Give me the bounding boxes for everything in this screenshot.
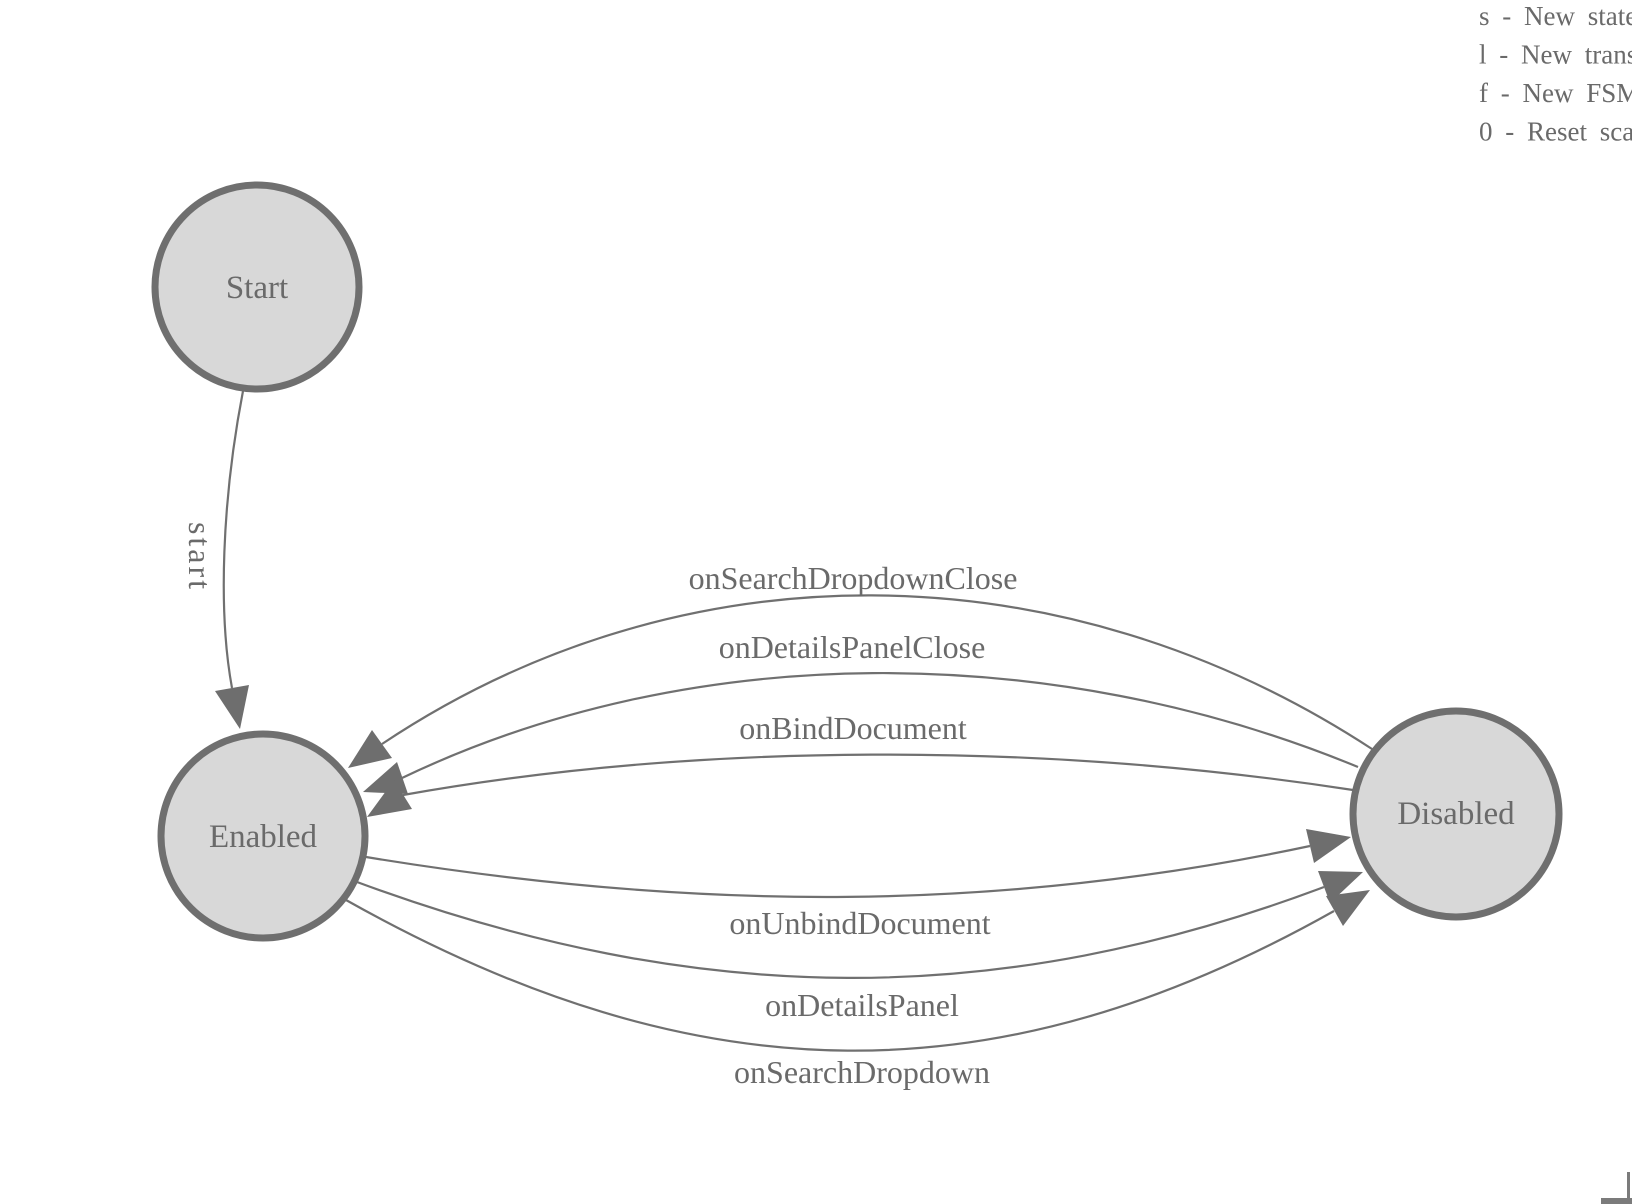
state-node-disabled[interactable]: Disabled (1349, 707, 1563, 921)
shortcuts-legend: s - New state l - New transition f - New… (1479, 1, 1632, 147)
state-circle (157, 730, 369, 942)
transition-label: onSearchDropdownClose (689, 560, 1018, 596)
transition-arrowhead-icon (363, 762, 408, 794)
corner-mark-vertical (1627, 1172, 1630, 1204)
transition-label: onBindDocument (739, 710, 967, 746)
transition-onSearchDropdown[interactable]: onSearchDropdown (345, 890, 1370, 1090)
transition-onDetailsPanelClose[interactable]: onDetailsPanelClose (363, 629, 1359, 794)
legend-line-new-transition: l - New transition (1479, 40, 1632, 70)
transition-line[interactable] (402, 753, 1354, 797)
transition-arrowhead-icon (1306, 829, 1351, 863)
transition-onSearchDropdownClose[interactable]: onSearchDropdownClose (348, 560, 1373, 768)
legend-line-reset-scale: 0 - Reset scale (1479, 117, 1632, 147)
canvas-corner-mark (1601, 1172, 1632, 1204)
state-label: Disabled (1397, 796, 1515, 832)
state-label: Enabled (209, 819, 318, 855)
legend-line-new-fsm: f - New FSM (1479, 78, 1632, 108)
transition-arrowhead-icon (215, 685, 249, 729)
state-node-start[interactable]: Start (151, 181, 363, 393)
transition-line[interactable] (222, 390, 245, 689)
transition-line[interactable] (381, 594, 1373, 750)
state-node-enabled[interactable]: Enabled (157, 730, 369, 942)
transition-label: onDetailsPanel (765, 987, 959, 1023)
state-circle (151, 181, 363, 393)
transition-label: onSearchDropdown (734, 1054, 990, 1090)
transition-arrowhead-icon (1326, 890, 1370, 926)
transition-line[interactable] (356, 880, 1325, 979)
transition-line[interactable] (401, 672, 1359, 779)
state-circle (1349, 707, 1563, 921)
transition-label: onUnbindDocument (729, 905, 990, 941)
legend-line-new-state: s - New state (1479, 1, 1632, 31)
transition-line[interactable] (345, 899, 1335, 1052)
transition-line[interactable] (365, 844, 1311, 899)
transition-onUnbindDocument[interactable]: onUnbindDocument (365, 829, 1351, 941)
state-label: Start (226, 270, 288, 306)
transition-arrowhead-icon (1318, 871, 1363, 903)
transition-start[interactable]: start (182, 390, 249, 729)
transition-onDetailsPanel[interactable]: onDetailsPanel (356, 871, 1363, 1023)
transition-arrowhead-icon (367, 780, 412, 817)
transition-onBindDocument[interactable]: onBindDocument (367, 710, 1354, 817)
corner-mark-horizontal (1601, 1198, 1632, 1204)
transition-label-start: start (182, 522, 218, 592)
transition-arrowhead-icon (348, 730, 392, 768)
transition-label: onDetailsPanelClose (719, 629, 986, 665)
